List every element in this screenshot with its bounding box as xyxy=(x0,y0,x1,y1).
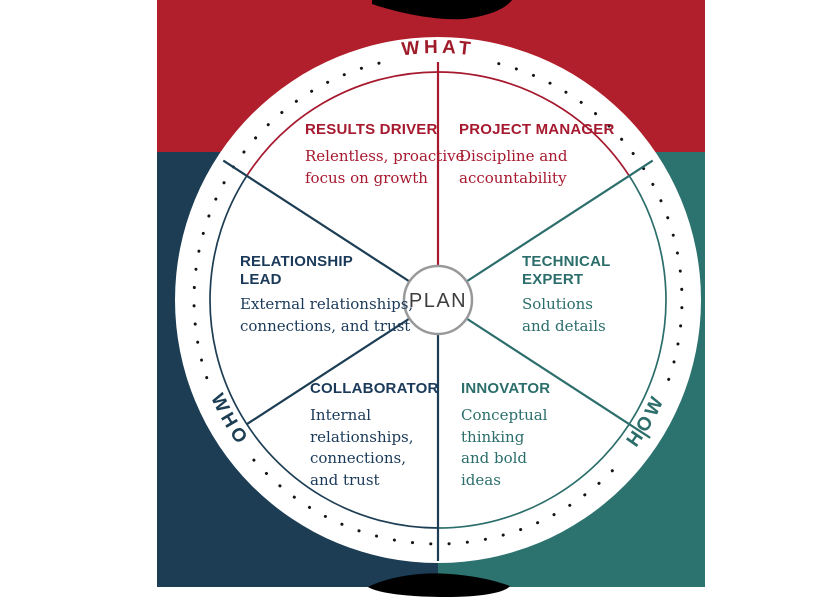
segment-desc-line: Relentless, proactive xyxy=(305,147,465,165)
segment-desc-line: connections, xyxy=(310,449,407,467)
inner-ring-arc-teal xyxy=(437,175,667,529)
segment-title: TECHNICAL EXPERT xyxy=(522,253,611,288)
segment-desc-line: Conceptual xyxy=(461,406,548,424)
segment-collaborator: COLLABORATOR Internal relationships, con… xyxy=(310,380,439,491)
cropped-bottom-mark xyxy=(368,573,510,598)
segment-technical-expert: TECHNICAL EXPERT Solutions and details xyxy=(522,253,617,337)
spoke-upper-left xyxy=(222,159,411,283)
inner-ring-arc-navy xyxy=(209,175,439,529)
cropped-top-mark xyxy=(372,0,512,20)
spokes xyxy=(222,62,654,561)
segment-desc-line: focus on growth xyxy=(305,168,428,187)
ring-label-what: WHAT xyxy=(401,37,476,61)
segment-desc-line: and trust xyxy=(310,470,380,489)
segment-project-manager: PROJECT MANAGER Discipline and accountab… xyxy=(459,121,615,189)
segment-desc-line: and details xyxy=(522,316,606,335)
center-circle xyxy=(402,264,474,336)
center-label: PLAN xyxy=(409,290,467,312)
segment-title: RELATIONSHIP LEAD xyxy=(240,253,353,288)
segment-title: PROJECT MANAGER xyxy=(459,121,615,138)
segment-desc-line: thinking xyxy=(461,427,525,446)
segment-results-driver: RESULTS DRIVER Relentless, proactive foc… xyxy=(305,121,464,189)
segment-desc-line: Discipline and xyxy=(459,147,568,165)
segment-title: RESULTS DRIVER xyxy=(305,121,438,138)
segment-title: COLLABORATOR xyxy=(310,380,439,397)
segment-desc-line: accountability xyxy=(459,168,567,187)
segment-desc-line: ideas xyxy=(461,470,501,489)
dotted-ring-arc-right xyxy=(495,61,684,381)
segment-desc-line: Solutions xyxy=(522,295,593,313)
segment-desc-line: relationships, xyxy=(310,427,414,446)
spoke-upper-right xyxy=(465,159,654,283)
segment-desc-line: Internal xyxy=(310,406,372,424)
segment-desc-line: and bold xyxy=(461,449,528,467)
segment-title: INNOVATOR xyxy=(461,380,551,397)
segment-desc-line: External relationships, xyxy=(240,295,414,313)
segment-desc-line: connections, and trust xyxy=(240,316,411,335)
dotted-ring-arc-left xyxy=(192,61,381,381)
dotted-ring xyxy=(192,61,684,546)
spoke-lower-left xyxy=(246,317,411,426)
segment-innovator: INNOVATOR Conceptual thinking and bold i… xyxy=(461,380,550,491)
segment-relationship-lead: RELATIONSHIP LEAD External relationships… xyxy=(240,253,413,337)
spoke-lower-right xyxy=(465,317,651,439)
